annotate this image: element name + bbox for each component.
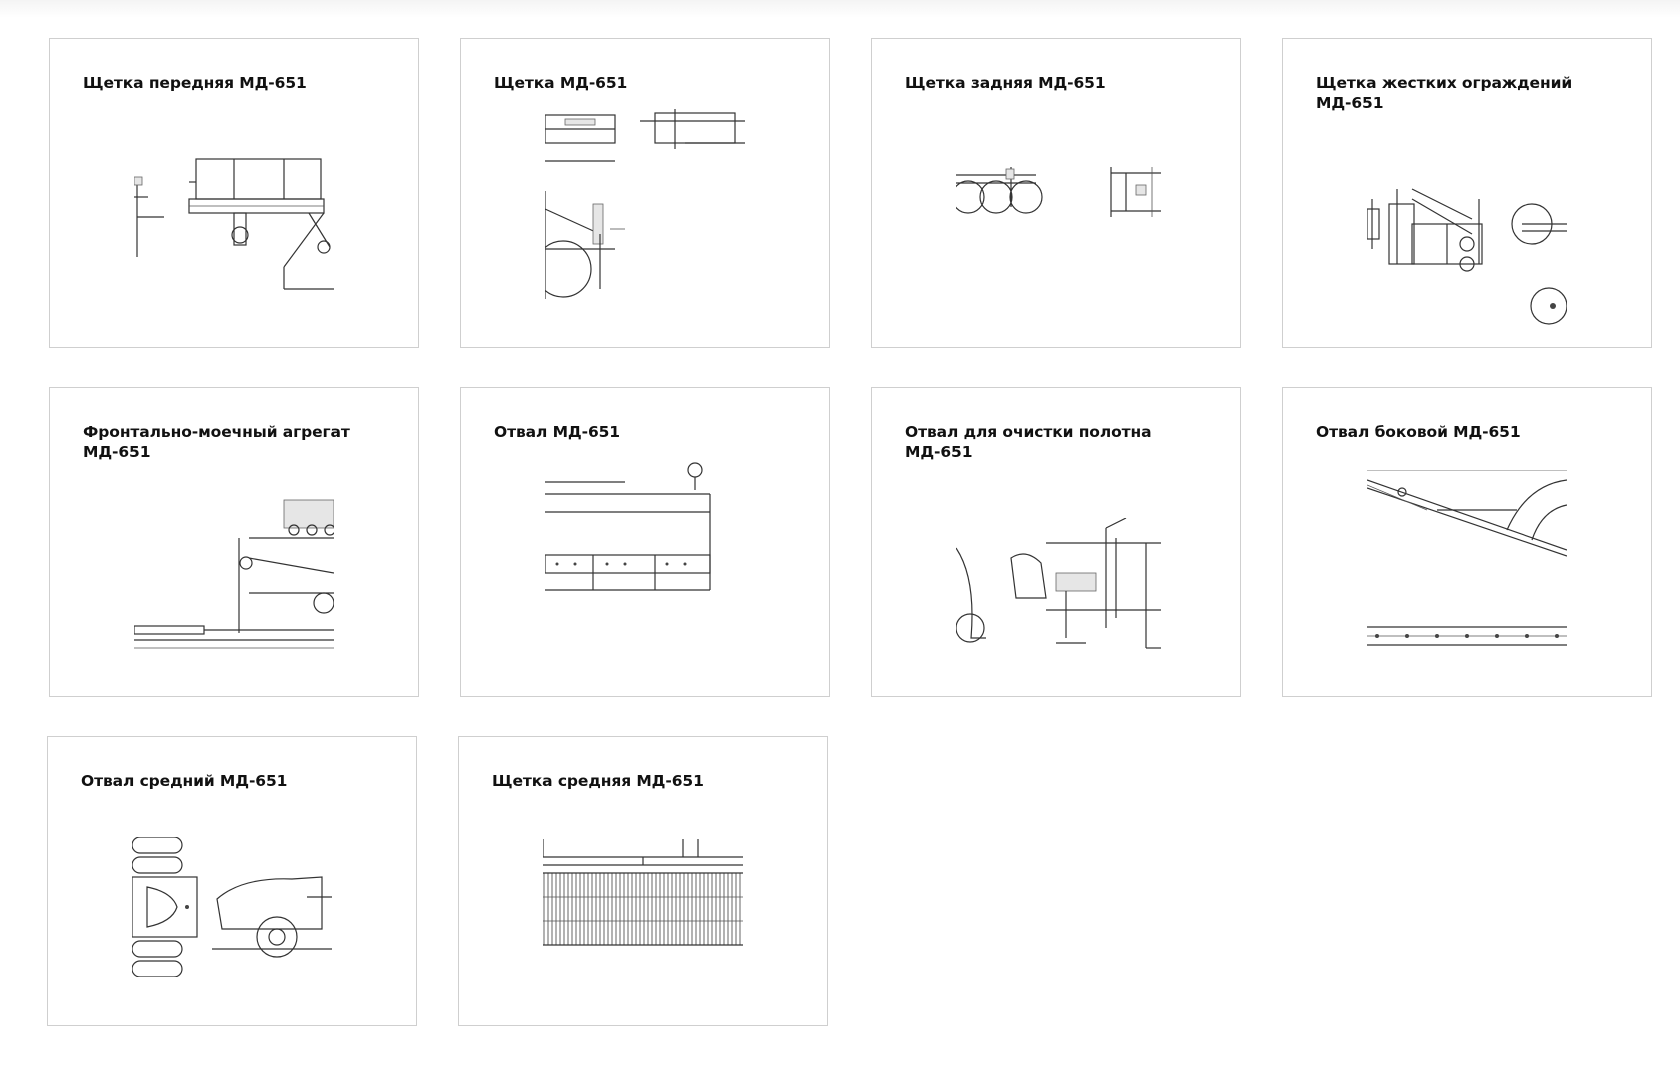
product-title: Отвал средний МД-651 (81, 772, 288, 790)
product-drawing (545, 109, 745, 299)
product-drawing (956, 518, 1161, 658)
product-card[interactable]: Щетка жестких ограждений МД-651 (1282, 38, 1652, 348)
product-title: Щетка МД-651 (494, 74, 628, 92)
product-card[interactable]: Щетка передняя МД-651 (49, 38, 419, 348)
product-title: Щетка передняя МД-651 (83, 74, 307, 92)
product-drawing (134, 117, 334, 292)
product-drawing (956, 167, 1161, 277)
product-title: Отвал для очистки полотна МД-651 (905, 423, 1152, 461)
product-title: Отвал МД-651 (494, 423, 620, 441)
product-card[interactable]: Отвал средний МД-651 (47, 736, 417, 1026)
product-title: Отвал боковой МД-651 (1316, 423, 1521, 441)
product-card[interactable]: Отвал МД-651 (460, 387, 830, 697)
product-drawing (1367, 470, 1567, 650)
product-drawing (543, 837, 743, 947)
product-title: Щетка средняя МД-651 (492, 772, 704, 790)
product-drawing (132, 837, 332, 977)
product-card[interactable]: Щетка задняя МД-651 (871, 38, 1241, 348)
product-card[interactable]: Отвал для очистки полотна МД-651 (871, 387, 1241, 697)
product-title: Щетка жестких ограждений МД-651 (1316, 74, 1573, 112)
product-card[interactable]: Щетка средняя МД-651 (458, 736, 828, 1026)
product-drawing (1367, 179, 1567, 329)
product-title: Фронтально-моечный агрегат МД-651 (83, 423, 350, 461)
product-drawing (134, 498, 334, 658)
product-card[interactable]: Фронтально-моечный агрегат МД-651 (49, 387, 419, 697)
product-card[interactable]: Щетка МД-651 (460, 38, 830, 348)
top-divider (0, 0, 1680, 18)
product-card[interactable]: Отвал боковой МД-651 (1282, 387, 1652, 697)
product-title: Щетка задняя МД-651 (905, 74, 1106, 92)
product-drawing (545, 460, 745, 610)
